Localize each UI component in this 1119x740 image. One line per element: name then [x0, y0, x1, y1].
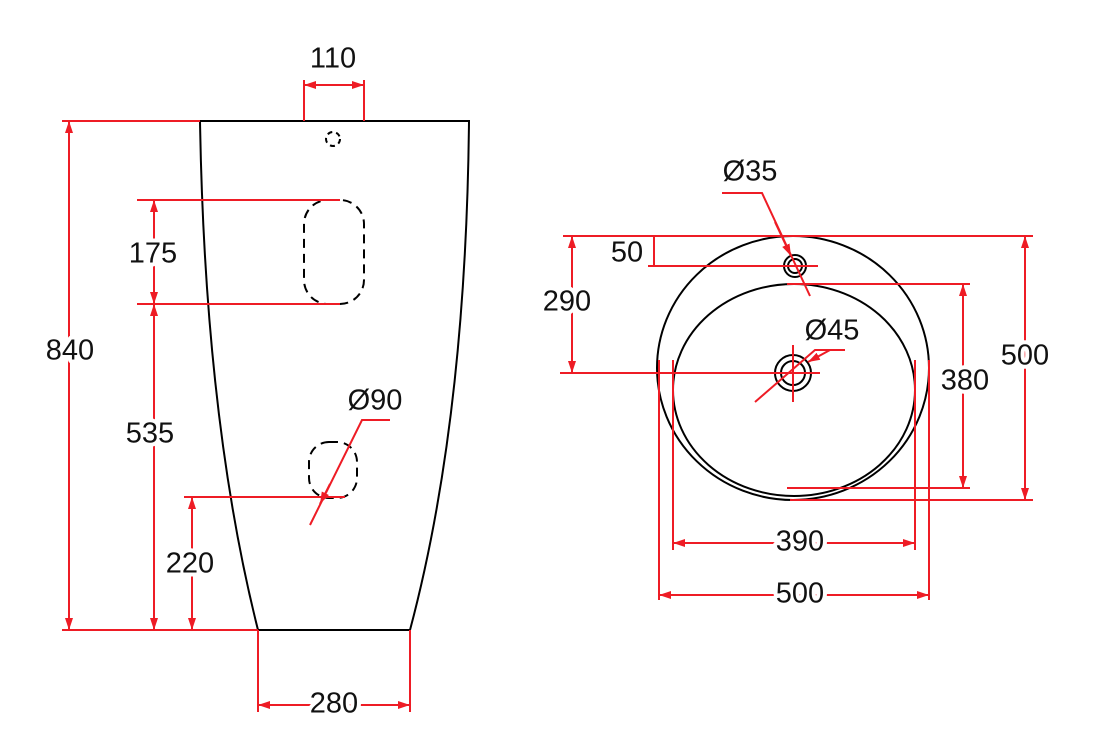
arrow-35 — [774, 221, 792, 257]
side-view: 110 840 175 535 220 Ø90 280 — [42, 39, 471, 724]
arrow-45 — [807, 349, 831, 363]
dim-dia-45: Ø45 — [805, 315, 860, 347]
leader-45 — [754, 349, 845, 403]
dim-220: 220 — [166, 548, 214, 580]
top-view: 290 50 380 500 390 500 Ø35 Ø45 — [539, 152, 1053, 614]
ext-line — [62, 120, 258, 631]
dim-280: 280 — [310, 688, 358, 720]
ext-line — [257, 630, 411, 712]
leader-90 — [309, 419, 390, 526]
tap-hole-hidden — [325, 131, 341, 147]
dim-840: 840 — [46, 335, 94, 367]
dim-390: 390 — [776, 526, 824, 558]
ext-line — [303, 80, 365, 121]
dim-175: 175 — [129, 238, 177, 270]
arrow-90 — [319, 483, 331, 505]
dim-dia-90: Ø90 — [348, 385, 403, 417]
dim-535: 535 — [126, 418, 174, 450]
ext-line — [658, 360, 930, 600]
dim-500-depth: 500 — [1001, 340, 1049, 372]
rear-opening-hidden — [303, 199, 365, 305]
dim-dia-35: Ø35 — [723, 156, 778, 188]
ext-line — [137, 199, 340, 305]
dim-110: 110 — [310, 43, 356, 75]
leader-35 — [722, 192, 811, 297]
dim-50: 50 — [611, 237, 643, 269]
waste-outlet-hidden — [308, 441, 358, 499]
basin-side-outline — [198, 120, 471, 631]
dim-290: 290 — [543, 286, 591, 318]
dim-380: 380 — [941, 365, 989, 397]
dim-500-width: 500 — [776, 578, 824, 610]
ext-line — [560, 235, 1033, 501]
